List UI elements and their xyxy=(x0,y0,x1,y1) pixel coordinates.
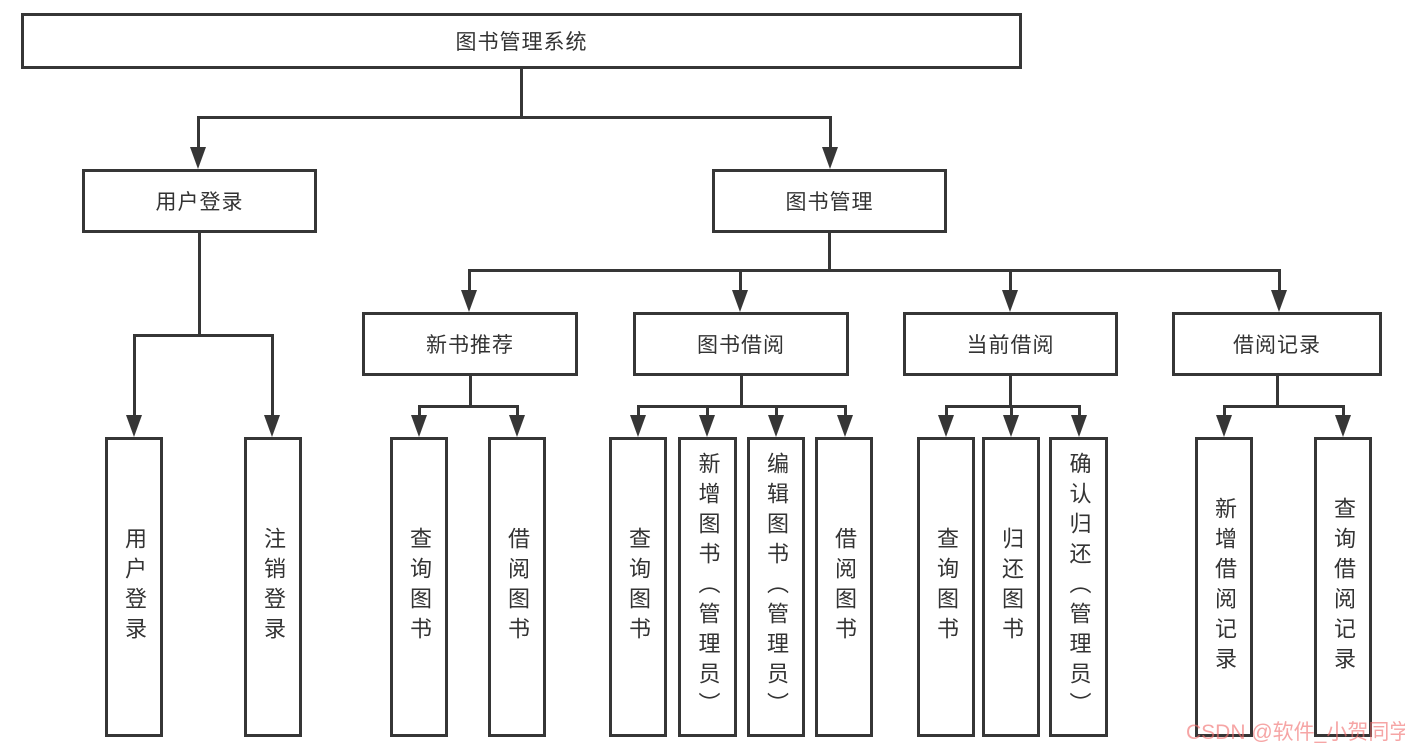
connector-bookborrow-stem xyxy=(740,376,743,406)
connector-records-bar xyxy=(1223,405,1344,408)
node-root-label: 图书管理系统 xyxy=(455,31,588,54)
node-leaf-bb-add-book: 新增图书（管理员） xyxy=(678,437,737,737)
arrow-down-icon xyxy=(822,147,838,169)
node-leaf-logout: 注销登录 xyxy=(244,437,302,737)
connector-bookmgmt-drop-1 xyxy=(468,269,471,291)
node-leaf-bb-edit-book-label: 编辑图书（管理员） xyxy=(764,452,789,722)
node-leaf-cb-confirm-return: 确认归还（管理员） xyxy=(1049,437,1108,737)
connector-currentborrow-drop-2 xyxy=(1010,405,1013,416)
connector-bookmgmt-bar xyxy=(468,269,1280,272)
node-borrow-records-label: 借阅记录 xyxy=(1233,334,1321,357)
connector-root-bar xyxy=(197,116,832,119)
arrow-down-icon xyxy=(1216,415,1232,437)
arrow-down-icon xyxy=(1002,290,1018,312)
node-leaf-nb-query-book-label: 查询图书 xyxy=(407,527,432,647)
connector-newbook-drop-1 xyxy=(418,405,421,416)
node-book-borrow-label: 图书借阅 xyxy=(697,334,785,357)
arrow-down-icon xyxy=(1335,415,1351,437)
node-user-login-label: 用户登录 xyxy=(155,191,244,214)
arrow-down-icon xyxy=(411,415,427,437)
connector-records-drop-1 xyxy=(1223,405,1226,416)
arrow-down-icon xyxy=(630,415,646,437)
node-new-book-recommend-label: 新书推荐 xyxy=(426,334,514,357)
connector-records-stem xyxy=(1276,376,1279,406)
node-leaf-bb-add-book-label: 新增图书（管理员） xyxy=(695,452,721,722)
connector-bookborrow-drop-1 xyxy=(637,405,640,416)
arrow-down-icon xyxy=(509,415,525,437)
connector-root-stem xyxy=(520,69,523,118)
arrow-down-icon xyxy=(1071,415,1087,437)
connector-currentborrow-drop-1 xyxy=(945,405,948,416)
node-root: 图书管理系统 xyxy=(21,13,1022,69)
node-borrow-records: 借阅记录 xyxy=(1172,312,1382,376)
connector-root-drop-right xyxy=(829,116,832,148)
connector-currentborrow-drop-3 xyxy=(1078,405,1081,416)
node-new-book-recommend: 新书推荐 xyxy=(362,312,578,376)
node-leaf-user-login-label: 用户登录 xyxy=(122,527,147,647)
connector-records-drop-2 xyxy=(1342,405,1345,416)
node-leaf-logout-label: 注销登录 xyxy=(261,527,286,647)
node-leaf-bb-borrow-book-label: 借阅图书 xyxy=(832,527,857,647)
connector-bookmgmt-drop-4 xyxy=(1278,269,1281,291)
node-leaf-bb-edit-book: 编辑图书（管理员） xyxy=(747,437,805,737)
node-leaf-bb-query-book-label: 查询图书 xyxy=(626,527,651,647)
watermark-text: CSDN @软件_小贺同学 xyxy=(1186,721,1405,744)
node-user-login: 用户登录 xyxy=(82,169,317,233)
node-leaf-bb-borrow-book: 借阅图书 xyxy=(815,437,873,737)
arrow-down-icon xyxy=(264,415,280,437)
arrow-down-icon xyxy=(1271,290,1287,312)
node-leaf-cb-return-book: 归还图书 xyxy=(982,437,1040,737)
node-book-borrow: 图书借阅 xyxy=(633,312,849,376)
node-leaf-cb-confirm-return-label: 确认归还（管理员） xyxy=(1066,452,1092,722)
node-leaf-nb-borrow-book-label: 借阅图书 xyxy=(505,527,530,647)
node-leaf-br-query-record-label: 查询借阅记录 xyxy=(1331,497,1356,677)
arrow-down-icon xyxy=(768,415,784,437)
connector-bookmgmt-drop-2 xyxy=(739,269,742,291)
connector-bookmgmt-drop-3 xyxy=(1009,269,1012,291)
node-book-management: 图书管理 xyxy=(712,169,947,233)
connector-newbook-drop-2 xyxy=(516,405,519,416)
connector-bookborrow-drop-4 xyxy=(844,405,847,416)
connector-bookborrow-bar xyxy=(637,405,846,408)
arrow-down-icon xyxy=(732,290,748,312)
arrow-down-icon xyxy=(461,290,477,312)
node-leaf-br-add-record: 新增借阅记录 xyxy=(1195,437,1253,737)
node-leaf-nb-query-book: 查询图书 xyxy=(390,437,448,737)
connector-userlogin-drop-1 xyxy=(133,334,136,416)
connector-bookborrow-drop-3 xyxy=(775,405,778,416)
connector-userlogin-bar xyxy=(133,334,273,337)
arrow-down-icon xyxy=(1003,415,1019,437)
arrow-down-icon xyxy=(699,415,715,437)
node-leaf-cb-query-book-label: 查询图书 xyxy=(934,527,959,647)
node-leaf-br-add-record-label: 新增借阅记录 xyxy=(1212,497,1237,677)
node-leaf-cb-query-book: 查询图书 xyxy=(917,437,975,737)
node-leaf-br-query-record: 查询借阅记录 xyxy=(1314,437,1372,737)
arrow-down-icon xyxy=(938,415,954,437)
arrow-down-icon xyxy=(837,415,853,437)
connector-newbook-stem xyxy=(469,376,472,406)
connector-bookborrow-drop-2 xyxy=(706,405,709,416)
node-leaf-nb-borrow-book: 借阅图书 xyxy=(488,437,546,737)
node-current-borrow-label: 当前借阅 xyxy=(966,334,1055,357)
node-leaf-bb-query-book: 查询图书 xyxy=(609,437,667,737)
node-leaf-user-login: 用户登录 xyxy=(105,437,163,737)
node-current-borrow: 当前借阅 xyxy=(903,312,1118,376)
connector-newbook-bar xyxy=(418,405,518,408)
connector-currentborrow-stem xyxy=(1009,376,1012,406)
connector-root-drop-left xyxy=(197,116,200,148)
arrow-down-icon xyxy=(126,415,142,437)
node-book-management-label: 图书管理 xyxy=(785,191,874,214)
node-leaf-cb-return-book-label: 归还图书 xyxy=(999,527,1024,647)
connector-userlogin-stem xyxy=(198,233,201,336)
connector-bookmgmt-stem xyxy=(828,233,831,271)
connector-userlogin-drop-2 xyxy=(271,334,274,416)
arrow-down-icon xyxy=(190,147,206,169)
